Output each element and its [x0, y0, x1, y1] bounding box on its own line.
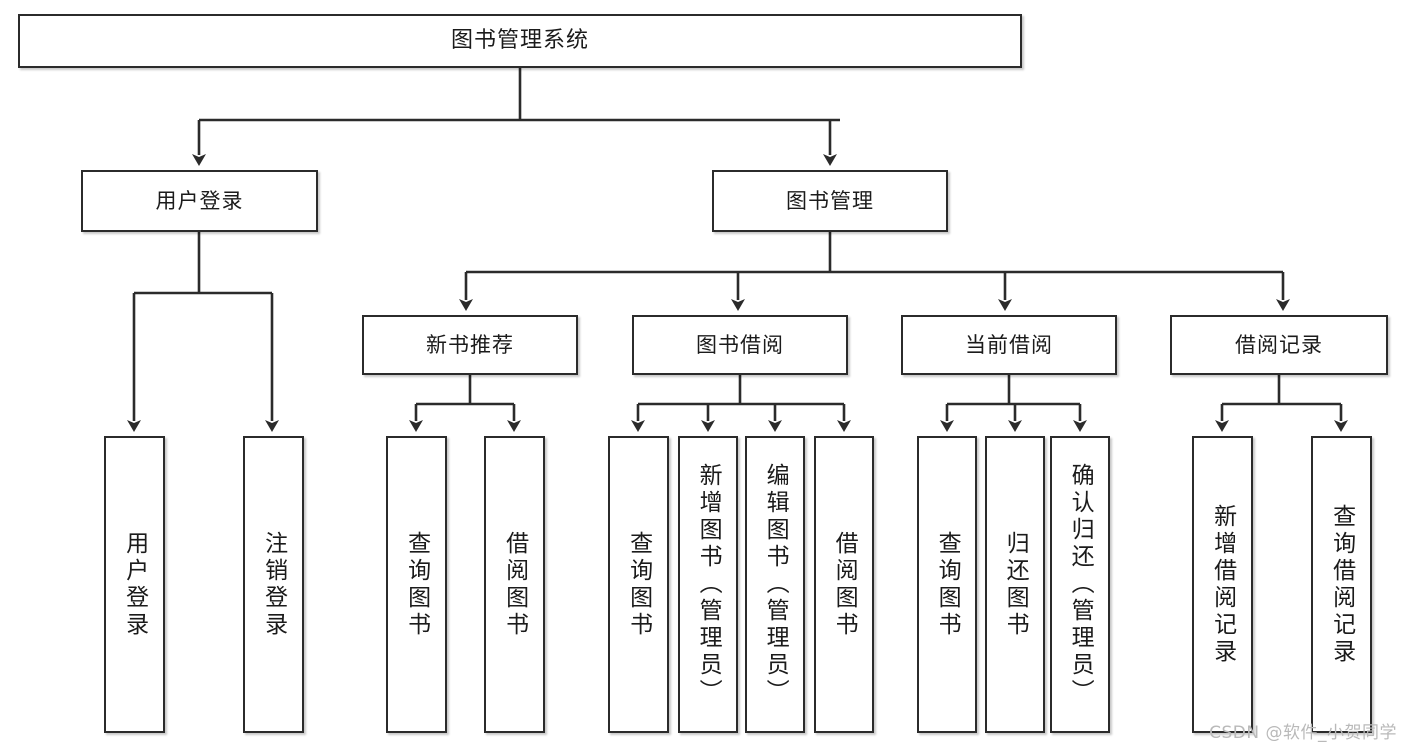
node-leaf-logout-label: 注销登录	[260, 530, 287, 639]
node-leaf-query-book-2[interactable]: 查询图书	[608, 436, 669, 733]
node-user-login[interactable]: 用户登录	[81, 170, 318, 232]
node-book-borrow[interactable]: 图书借阅	[632, 315, 848, 375]
node-leaf-return-book-label: 归还图书	[1002, 530, 1029, 639]
node-leaf-edit-book-label: 编辑图书（管理员）	[762, 463, 789, 706]
node-leaf-borrow-book-2[interactable]: 借阅图书	[814, 436, 874, 733]
node-leaf-logout[interactable]: 注销登录	[243, 436, 304, 733]
node-book-borrow-label: 图书借阅	[696, 332, 784, 357]
node-leaf-query-record-label: 查询借阅记录	[1328, 503, 1355, 666]
node-leaf-query-book-1-label: 查询图书	[403, 530, 430, 639]
node-current-borrow-label: 当前借阅	[965, 332, 1053, 357]
node-current-borrow[interactable]: 当前借阅	[901, 315, 1117, 375]
node-leaf-add-record-label: 新增借阅记录	[1209, 503, 1236, 666]
node-leaf-query-record[interactable]: 查询借阅记录	[1311, 436, 1372, 733]
node-book-manage-label: 图书管理	[786, 188, 874, 213]
node-leaf-confirm-return-label: 确认归还（管理员）	[1067, 463, 1094, 706]
node-leaf-borrow-book-1-label: 借阅图书	[501, 530, 528, 639]
node-leaf-borrow-book-2-label: 借阅图书	[831, 530, 858, 639]
csdn-watermark: CSDN @软件_小贺同学	[1209, 723, 1397, 743]
node-borrow-record-label: 借阅记录	[1235, 332, 1323, 357]
node-leaf-query-book-2-label: 查询图书	[625, 530, 652, 639]
node-borrow-record[interactable]: 借阅记录	[1170, 315, 1388, 375]
node-leaf-user-login[interactable]: 用户登录	[104, 436, 165, 733]
node-root[interactable]: 图书管理系统	[18, 14, 1022, 68]
node-user-login-label: 用户登录	[155, 188, 244, 213]
node-leaf-query-book-3-label: 查询图书	[934, 530, 961, 639]
node-book-manage[interactable]: 图书管理	[712, 170, 948, 232]
node-new-book-recommend[interactable]: 新书推荐	[362, 315, 578, 375]
node-leaf-user-login-label: 用户登录	[121, 530, 148, 639]
node-new-book-recommend-label: 新书推荐	[426, 332, 514, 357]
node-leaf-query-book-3[interactable]: 查询图书	[917, 436, 977, 733]
node-leaf-add-record[interactable]: 新增借阅记录	[1192, 436, 1253, 733]
node-leaf-add-book[interactable]: 新增图书（管理员）	[678, 436, 738, 733]
node-leaf-return-book[interactable]: 归还图书	[985, 436, 1045, 733]
node-leaf-confirm-return[interactable]: 确认归还（管理员）	[1050, 436, 1110, 733]
node-leaf-borrow-book-1[interactable]: 借阅图书	[484, 436, 545, 733]
node-leaf-add-book-label: 新增图书（管理员）	[695, 463, 722, 706]
node-leaf-edit-book[interactable]: 编辑图书（管理员）	[745, 436, 805, 733]
node-root-label: 图书管理系统	[450, 28, 589, 54]
node-leaf-query-book-1[interactable]: 查询图书	[386, 436, 447, 733]
